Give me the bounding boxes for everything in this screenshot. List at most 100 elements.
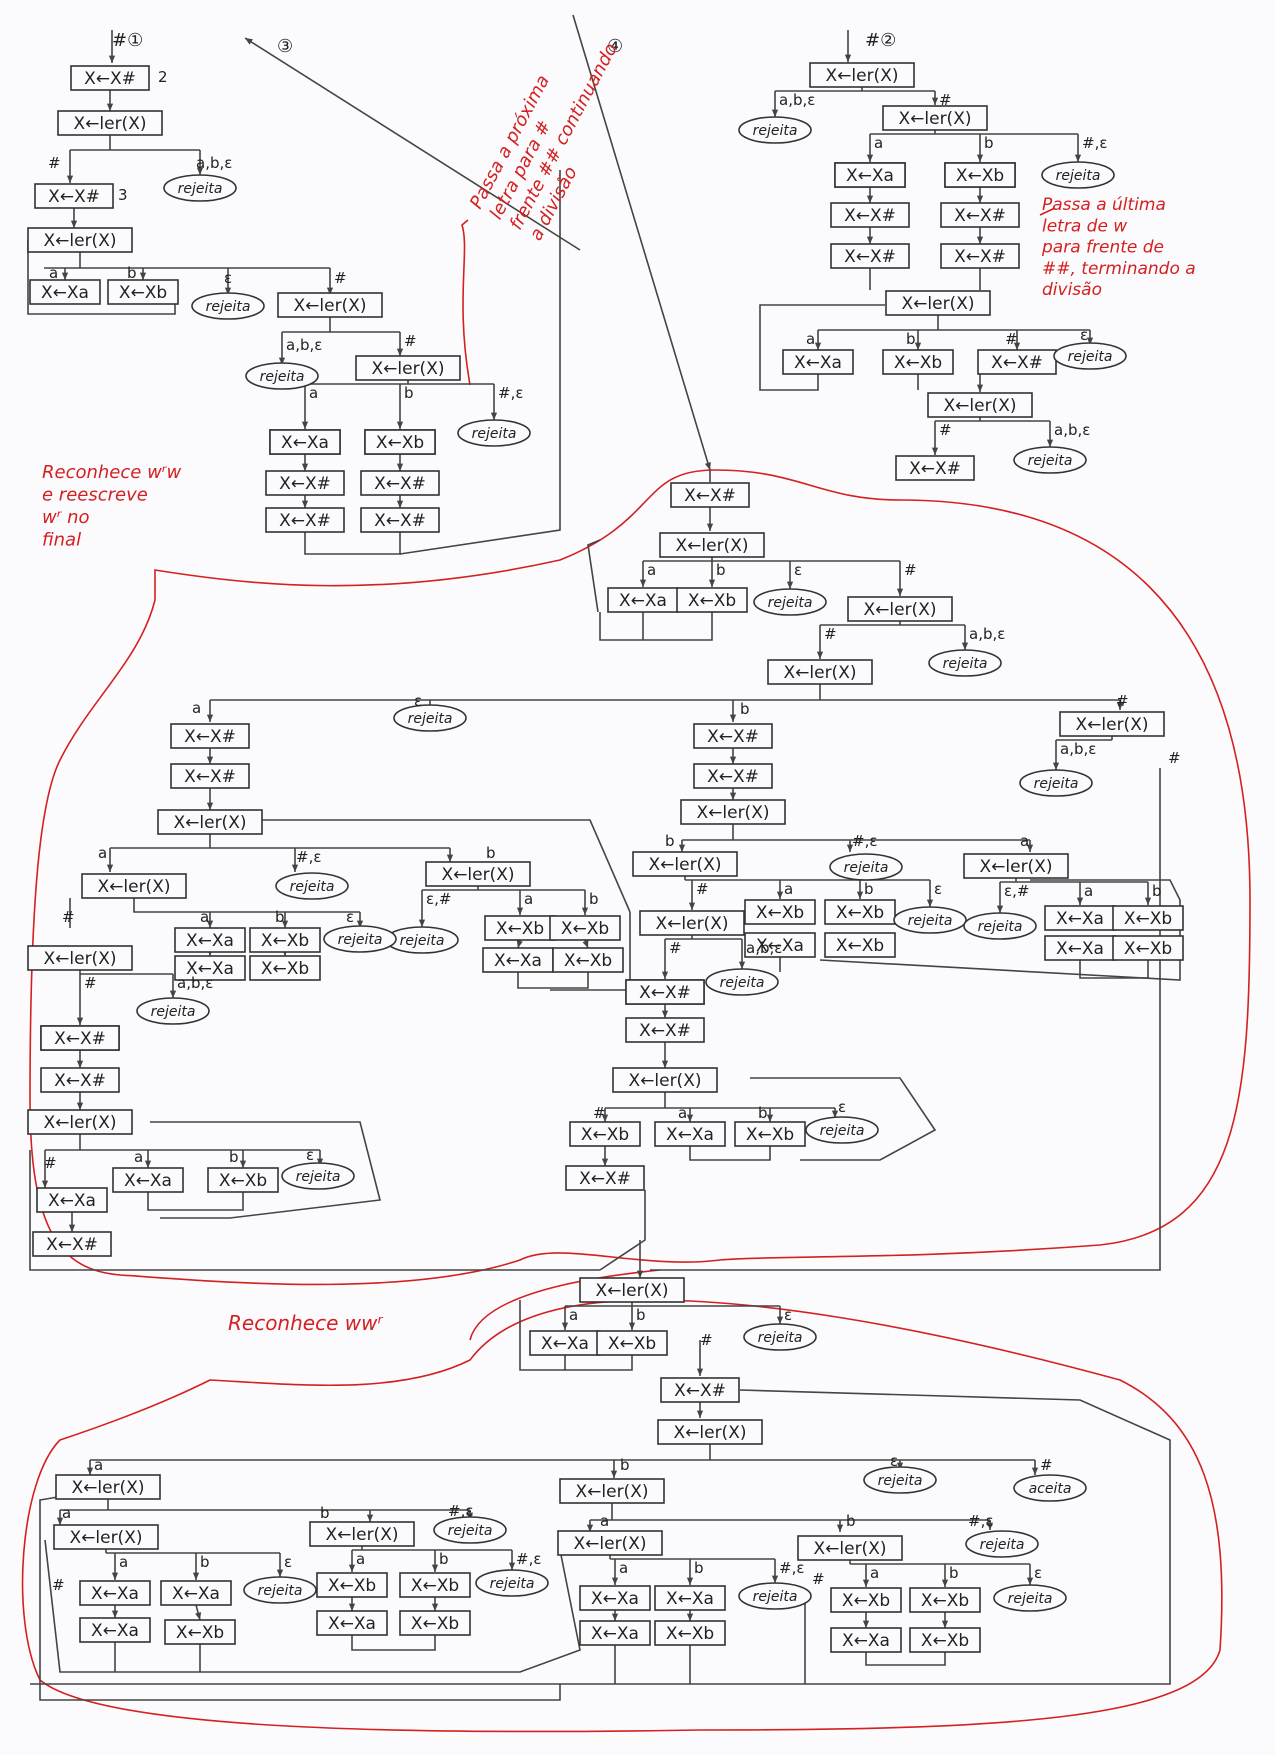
box-frame [830, 243, 910, 269]
arrowhead [786, 581, 794, 589]
arrowhead [866, 195, 874, 203]
edge-label: # [48, 154, 61, 172]
arrowhead [239, 1160, 247, 1168]
edge-label: a,b,ε [969, 625, 1005, 643]
write-box: X←Xa [160, 1580, 232, 1606]
box-label: X←X# [954, 206, 1006, 226]
outcome-label: rejeita [151, 1004, 196, 1020]
box-frame [569, 1121, 641, 1147]
box-frame [654, 1121, 726, 1147]
box-label: X←X# [374, 511, 426, 531]
edge-label: 2 [158, 68, 168, 86]
edge-label: b [984, 134, 994, 152]
arrowhead [704, 462, 711, 470]
arrowhead [516, 940, 523, 948]
box-frame [830, 1627, 902, 1653]
box-frame [1059, 711, 1165, 737]
reject-node: rejeita [893, 906, 967, 934]
arrowhead [1074, 154, 1082, 162]
box-label: X←Xa [842, 1631, 890, 1651]
edge-label: # [1040, 1456, 1053, 1474]
arrowhead [661, 1010, 669, 1018]
connector-line [30, 1389, 1171, 1685]
arrowhead [706, 523, 714, 531]
box-frame [797, 1535, 903, 1561]
edge-label: a [1084, 882, 1093, 900]
arrowhead [961, 642, 969, 650]
box-label: X←Xa [846, 166, 894, 186]
box-label: X←ler(X) [326, 1525, 399, 1545]
edge-label: # [334, 269, 347, 287]
box-label: X←X# [46, 1235, 98, 1255]
read-box: X←ler(X) [559, 1478, 665, 1504]
box-label: X←ler(X) [372, 359, 445, 379]
box-label: X←Xb [411, 1614, 459, 1634]
arrowhead [639, 579, 647, 587]
arrowhead [601, 1114, 609, 1122]
box-frame [963, 853, 1069, 879]
box-label: X←ler(X) [576, 1482, 649, 1502]
box-label: X←ler(X) [442, 865, 515, 885]
reject-node: rejeita [1041, 161, 1115, 189]
write-box: X←Xa [174, 955, 246, 981]
box-frame [265, 507, 345, 533]
arrowhead [661, 1060, 669, 1068]
box-frame [360, 507, 440, 533]
arrowhead [356, 920, 364, 928]
box-frame [744, 932, 816, 958]
outcome-oval [1041, 161, 1115, 189]
edge-label: a [134, 1148, 143, 1166]
write-box: X←Xa [29, 279, 101, 305]
box-frame [316, 1572, 388, 1598]
edge-label: # [939, 421, 952, 439]
write-box: X←Xa [112, 1167, 184, 1193]
box-frame [309, 1521, 415, 1547]
outcome-oval [281, 1162, 355, 1190]
edge-label: a [874, 134, 883, 152]
write-box: X←Xb [824, 932, 896, 958]
write-box: X←Xa [834, 162, 906, 188]
arrowhead [348, 1564, 356, 1572]
box-label: X←ler(X) [944, 396, 1017, 416]
connector-line [642, 612, 713, 641]
arrowhead [86, 1467, 94, 1475]
arrowhead [418, 919, 426, 927]
arrowhead [1086, 337, 1094, 345]
box-label: X←Xb [956, 166, 1004, 186]
edge-label: a [569, 1306, 578, 1324]
write-box: X←Xa [654, 1121, 726, 1147]
arrowhead [926, 899, 934, 907]
edge-label: # [44, 1154, 57, 1172]
box-frame [1112, 905, 1184, 931]
box-frame [830, 202, 910, 228]
arrowhead [976, 195, 984, 203]
box-label: X←Xa [91, 1584, 139, 1604]
box-frame [927, 392, 1033, 418]
edge-label: a [806, 330, 815, 348]
write-box: X←X# [34, 183, 114, 209]
reject-node: rejeita [1013, 446, 1087, 474]
edge-label: # [904, 561, 917, 579]
box-frame [36, 1187, 108, 1213]
edge-label: a [647, 561, 656, 579]
box-label: X←Xb [581, 1125, 629, 1145]
box-label: X←X# [707, 767, 759, 787]
edge-label: # [939, 91, 952, 109]
arrowhead [976, 154, 984, 162]
box-frame [676, 587, 748, 613]
outcome-label: rejeita [290, 879, 335, 895]
read-box: X←ler(X) [557, 1530, 663, 1556]
outcome-label: rejeita [820, 1123, 865, 1139]
write-box: X←Xb [569, 1121, 641, 1147]
box-frame [660, 1377, 740, 1403]
arrowhead [896, 588, 904, 596]
annotation-curve [29, 469, 1251, 1286]
arrowhead [1046, 439, 1054, 447]
arrowhead [396, 421, 404, 429]
arrowhead [914, 342, 922, 350]
edge-label: ε [934, 880, 942, 898]
box-label: X←Xb [496, 919, 544, 939]
read-box: X←ler(X) [797, 1535, 903, 1561]
box-frame [552, 947, 624, 973]
